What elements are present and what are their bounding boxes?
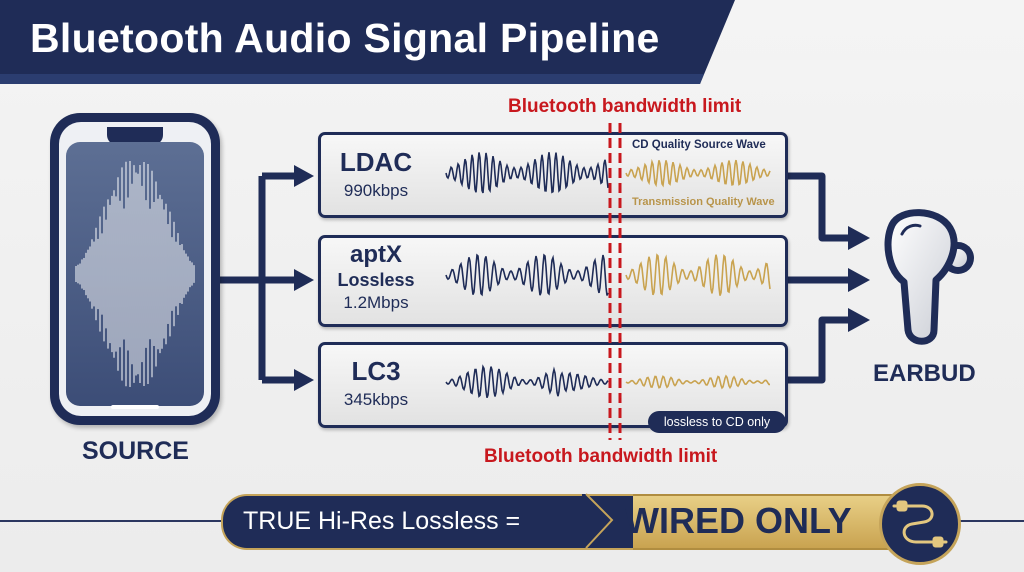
lc3-source-wave xyxy=(445,364,609,398)
title-banner xyxy=(0,0,735,84)
codec-name-aptx: aptX xyxy=(349,241,402,268)
transmission-wave-label: Transmission Quality Wave xyxy=(632,196,775,208)
codec-rate-aptx: 1.2Mbps xyxy=(343,293,409,312)
codec-rate-lc3: 345kbps xyxy=(343,390,409,409)
arrow-icon xyxy=(294,369,314,391)
smartphone-icon xyxy=(50,113,220,425)
codec-name-ldac: LDAC xyxy=(339,147,413,177)
lc3-note-badge: lossless to CD only xyxy=(648,411,786,433)
codec-rate-ldac: 990kbps xyxy=(343,181,409,200)
arrow-icon xyxy=(848,308,870,332)
bandwidth-limit-label-top: Bluetooth bandwidth limit xyxy=(508,96,742,117)
waveform-icon xyxy=(75,160,195,388)
footer-left-panel xyxy=(221,494,633,550)
phone-screen xyxy=(66,142,204,406)
lc3-transmission-wave xyxy=(625,374,770,390)
ldac-transmission-wave xyxy=(625,158,771,188)
bandwidth-limit-label-bottom: Bluetooth bandwidth limit xyxy=(484,446,718,467)
arrow-icon xyxy=(294,269,314,291)
arrow-icon xyxy=(294,165,314,187)
codec-name-aptx-line2: Lossless xyxy=(337,270,415,290)
arrow-icon xyxy=(848,226,870,250)
footer-right-text: WIRED ONLY xyxy=(625,500,852,541)
source-label: SOURCE xyxy=(82,437,189,465)
source-wave-label: CD Quality Source Wave xyxy=(632,139,766,151)
page-title: Bluetooth Audio Signal Pipeline xyxy=(30,15,660,61)
footer-right-panel xyxy=(588,494,910,550)
footer-left-text: TRUE Hi-Res Lossless = xyxy=(243,507,521,535)
codec-name-lc3: LC3 xyxy=(351,356,401,386)
arrow-icon xyxy=(848,268,870,292)
aptx-transmission-wave xyxy=(625,253,771,296)
ldac-source-wave xyxy=(445,152,609,194)
earbud-label: EARBUD xyxy=(873,360,976,387)
aptx-source-wave xyxy=(445,253,609,297)
cable-icon xyxy=(879,483,961,565)
